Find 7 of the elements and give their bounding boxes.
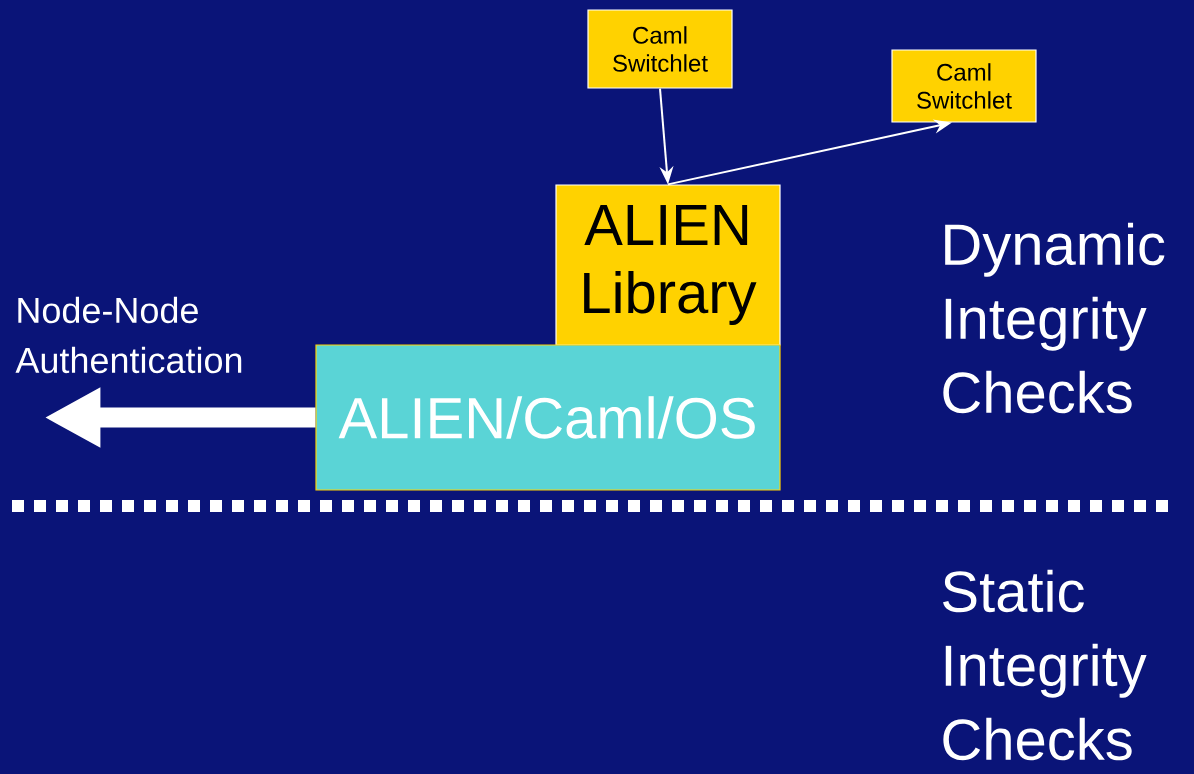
- process-box: Caml Switchlet: [587, 9, 733, 89]
- process-box: Caml Switchlet: [891, 49, 1037, 123]
- library-box: ALIEN Library: [555, 184, 781, 346]
- side-label: Dynamic Integrity Checks: [943, 222, 1165, 414]
- edge-label: Node-Node Authentication: [15, 296, 242, 374]
- side-label: Static Integrity Checks: [943, 569, 1147, 761]
- os-box: ALIEN/Caml/OS: [315, 344, 781, 491]
